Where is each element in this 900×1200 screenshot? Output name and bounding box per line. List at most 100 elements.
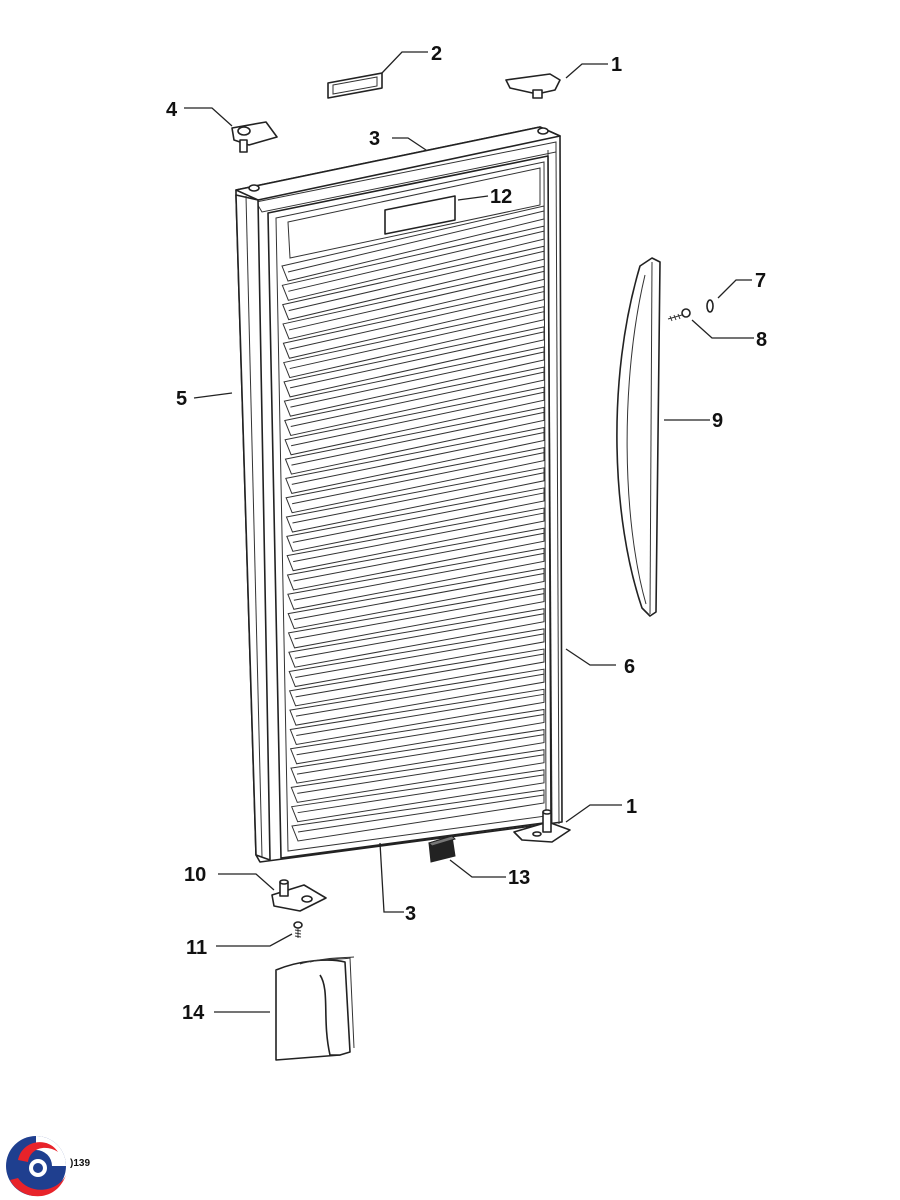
door-slat <box>290 749 545 803</box>
part-2-badge <box>327 72 383 99</box>
callout-7: 7 <box>755 270 766 292</box>
door-slat-edge <box>295 653 545 698</box>
callout-8: 8 <box>756 329 767 351</box>
door-slat <box>287 588 545 649</box>
part-10-bottom-hinge <box>271 879 327 912</box>
door-slat <box>283 346 545 417</box>
door-slat-edge <box>287 210 545 273</box>
part-11-small-screw <box>293 921 303 938</box>
door-slat-edge <box>296 713 545 756</box>
callout-9: 9 <box>712 410 723 432</box>
callout-13: 13 <box>508 867 530 889</box>
door-slat <box>282 245 545 321</box>
door-slat <box>285 447 545 514</box>
part-4-top-hinge <box>231 121 278 153</box>
door-slat-edge <box>292 492 545 543</box>
callout-12: 12 <box>490 186 512 208</box>
door-slat-edge <box>297 754 545 794</box>
door-right-rail-edge-2 <box>555 145 560 825</box>
door-slat-edge <box>292 452 545 505</box>
callout-3-bottom: 3 <box>405 903 416 925</box>
door-slat-edge <box>295 673 545 717</box>
door-slat-edge <box>291 411 545 466</box>
door-slat <box>283 306 545 379</box>
callout-1-bottom: 1 <box>626 796 637 818</box>
door-slat <box>291 789 545 842</box>
door-slat-edge <box>296 693 545 736</box>
door-slat-edge <box>295 633 545 679</box>
door-slat <box>286 487 545 552</box>
door-slat-edge <box>289 311 545 370</box>
door-slat <box>288 628 545 688</box>
callout-14: 14 <box>182 1002 205 1024</box>
door-left-rail <box>235 194 271 861</box>
door-slat-edge <box>291 432 545 485</box>
leader-lines <box>184 51 754 1013</box>
door-slat <box>282 265 545 340</box>
door-slat <box>286 507 545 572</box>
door-slat <box>289 708 545 765</box>
door-slat-edge <box>293 552 545 601</box>
part-13-block <box>428 835 456 863</box>
door-slat-edge <box>297 774 545 814</box>
door-slat <box>283 326 545 398</box>
brand-swirl-logo <box>6 1136 66 1197</box>
part-1-bottom-hinge <box>513 809 571 843</box>
callout-labels: 1 2 3 4 5 6 7 8 9 12 1 10 13 3 11 14 <box>166 43 767 1024</box>
door-badge-plate <box>384 195 456 235</box>
door-slat <box>284 406 545 475</box>
door-slat-edge <box>289 331 545 389</box>
door-top-rail <box>235 126 561 201</box>
door-slat <box>285 426 545 494</box>
door-slat-edge <box>288 250 545 312</box>
door-header-window <box>287 167 541 259</box>
top-right-hinge-hole <box>537 127 549 135</box>
door-slat <box>289 668 545 726</box>
callout-10: 10 <box>184 864 206 886</box>
callout-3-top: 3 <box>369 128 380 150</box>
door-slat <box>290 769 545 823</box>
door-slat <box>288 608 545 668</box>
part-1-top-hinge-cap <box>505 73 561 99</box>
door-slat-edge <box>293 532 545 582</box>
door-slat <box>285 467 545 533</box>
door-slat-edge <box>297 794 545 833</box>
door-slat <box>288 648 545 707</box>
door-slat <box>284 386 545 456</box>
reference-code: )139 <box>70 1158 90 1169</box>
part-7-washer <box>706 299 714 313</box>
door-slat-edge <box>289 291 545 350</box>
door-slat-edge <box>290 391 545 447</box>
callout-4: 4 <box>166 99 178 121</box>
door-slats <box>281 205 545 842</box>
door-slat <box>289 688 545 746</box>
door-slat <box>287 567 545 630</box>
door-slat <box>286 527 545 591</box>
door-slat-edge <box>288 270 545 331</box>
callout-1-top: 1 <box>611 54 622 76</box>
door-slat-edge <box>288 230 545 292</box>
door-slat <box>281 205 545 282</box>
part-14-manual-booklet <box>275 956 355 1061</box>
door-slat <box>284 366 545 437</box>
door-slat-edge <box>296 734 545 775</box>
door-left-rail-edge <box>245 195 263 858</box>
part-9-door-handle <box>616 257 661 617</box>
door-assembly <box>235 126 563 863</box>
callout-11: 11 <box>186 937 207 959</box>
top-left-hinge-hole <box>248 184 260 192</box>
door-slat <box>281 225 545 301</box>
door-slat <box>282 285 545 359</box>
door-slat-edge <box>294 572 545 621</box>
door-slat-edge <box>290 351 545 408</box>
door-slat-edge <box>293 512 545 563</box>
door-slat <box>287 547 545 610</box>
door-slat-edge <box>294 593 545 640</box>
callout-5: 5 <box>176 388 187 410</box>
callout-6: 6 <box>624 656 635 678</box>
door-slat-edge <box>294 613 545 659</box>
part-8-screw <box>667 308 691 322</box>
door-slat-edge <box>290 371 545 427</box>
door-slat <box>290 729 545 784</box>
